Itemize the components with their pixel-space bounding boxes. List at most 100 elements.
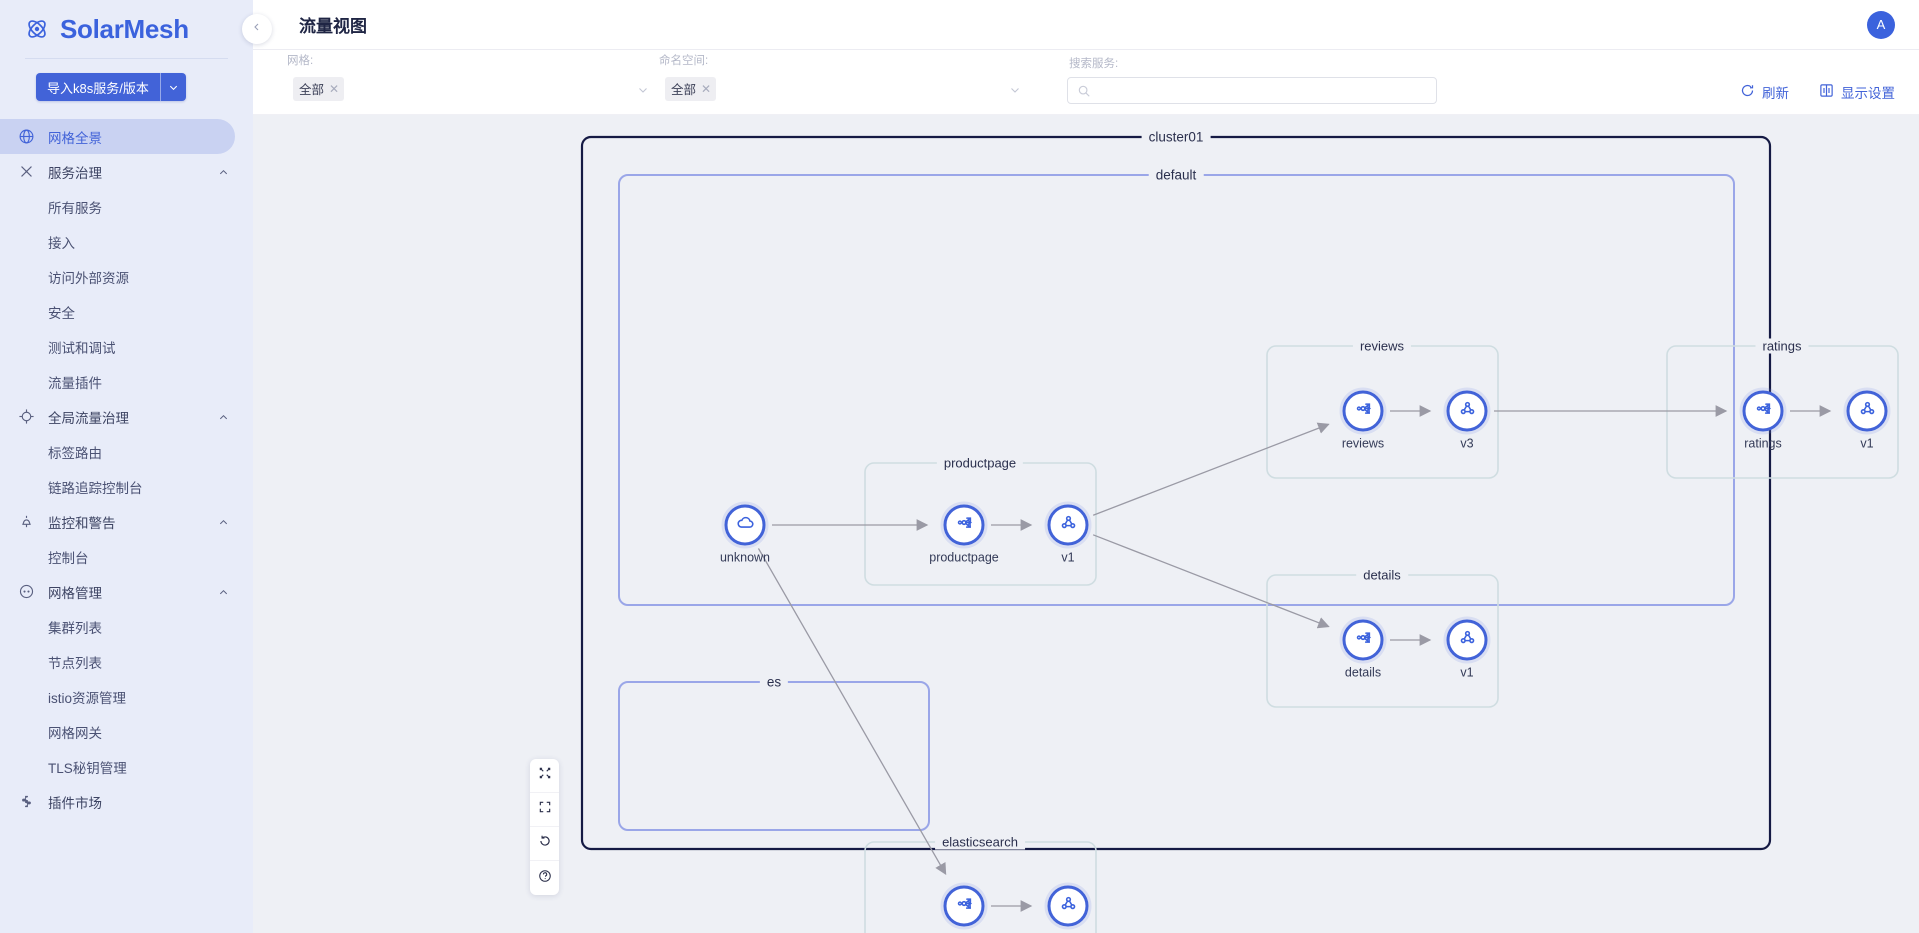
sidebar-item-label: 测试和调试	[48, 340, 116, 356]
reload-button[interactable]	[530, 827, 559, 861]
node-circle-elasticsearch-v1[interactable]	[1047, 885, 1089, 927]
graph-node-reviews-v3[interactable]: v3	[1446, 390, 1488, 451]
graph-node-productpage-svc[interactable]: productpage	[929, 504, 999, 565]
graph-node-elasticsearch-svc[interactable]: elasticsearch	[928, 885, 1000, 933]
sidebar-item-14[interactable]: 集群列表	[0, 609, 253, 644]
graph-node-ratings-v1[interactable]: v1	[1846, 390, 1888, 451]
graph-node-details-svc[interactable]: details	[1342, 619, 1384, 680]
sidebar-item-7[interactable]: 流量插件	[0, 364, 253, 399]
chevron-down-icon[interactable]	[1009, 83, 1021, 95]
search-box[interactable]	[1067, 77, 1437, 104]
sidebar-item-4[interactable]: 访问外部资源	[0, 259, 253, 294]
mesh-filter: 网格: 全部 ✕	[285, 55, 657, 104]
namespace-label-es: es	[759, 674, 789, 690]
chevron-up-icon[interactable]	[218, 586, 229, 597]
service-label-ratings: ratings	[1755, 338, 1809, 354]
chevron-up-icon[interactable]	[218, 516, 229, 527]
node-circle-reviews-svc[interactable]	[1342, 390, 1384, 432]
sidebar-item-6[interactable]: 测试和调试	[0, 329, 253, 364]
sidebar-item-1[interactable]: 服务治理	[0, 154, 253, 189]
node-circle-productpage-svc[interactable]	[943, 504, 985, 546]
namespace-selected-tag: 全部 ✕	[665, 77, 717, 101]
graph-node-reviews-svc[interactable]: reviews	[1342, 390, 1384, 451]
puzzle-icon	[18, 793, 35, 810]
sidebar-item-label: 监控和警告	[48, 515, 116, 531]
topbar: 流量视图 A	[253, 0, 1919, 50]
graph-node-ratings-svc[interactable]: ratings	[1742, 390, 1784, 451]
workload-icon	[1456, 398, 1478, 425]
sidebar-item-11[interactable]: 监控和警告	[0, 504, 253, 539]
sidebar-collapse-button[interactable]	[242, 14, 272, 44]
workload-icon	[1057, 893, 1079, 920]
sidebar-item-2[interactable]: 所有服务	[0, 189, 253, 224]
sidebar-item-9[interactable]: 标签路由	[0, 434, 253, 469]
sidebar-item-5[interactable]: 安全	[0, 294, 253, 329]
node-circle-details-svc[interactable]	[1342, 619, 1384, 661]
fullscreen-button[interactable]	[530, 793, 559, 827]
namespace-filter: 命名空间: 全部 ✕	[657, 55, 1029, 104]
search-icon	[1077, 84, 1091, 98]
sidebar-item-19[interactable]: 插件市场	[0, 784, 253, 819]
sidebar-item-label: 接入	[48, 235, 75, 251]
main-area: 流量视图 A 网格: 全部 ✕ 命名空间:	[253, 0, 1919, 933]
arrows-collapse-icon	[538, 766, 552, 785]
node-circle-unknown[interactable]	[724, 504, 766, 546]
import-k8s-service-button[interactable]: 导入k8s服务/版本	[36, 73, 186, 101]
graph-node-unknown[interactable]: unknown	[720, 504, 770, 565]
service-route-icon	[1752, 398, 1774, 425]
close-icon[interactable]: ✕	[329, 81, 340, 96]
sidebar-item-13[interactable]: 网格管理	[0, 574, 253, 609]
filter-actions: 刷新 显示设置	[1740, 82, 1895, 104]
search-input[interactable]	[1098, 83, 1427, 98]
sidebar-item-17[interactable]: 网格网关	[0, 714, 253, 749]
service-label-reviews: reviews	[1352, 338, 1412, 354]
refresh-button[interactable]: 刷新	[1740, 82, 1789, 102]
workload-icon	[1856, 398, 1878, 425]
service-label-productpage: productpage	[936, 455, 1024, 471]
node-circle-ratings-v1[interactable]	[1846, 390, 1888, 432]
sidebar-item-0[interactable]: 网格全景	[0, 119, 235, 154]
node-label-productpage-v1: v1	[1061, 550, 1075, 565]
sidebar-item-16[interactable]: istio资源管理	[0, 679, 253, 714]
cluster-label-cluster01: cluster01	[1141, 129, 1211, 145]
sidebar-item-label: 插件市场	[48, 795, 102, 811]
chevron-up-icon[interactable]	[218, 411, 229, 422]
node-circle-elasticsearch-svc[interactable]	[943, 885, 985, 927]
display-settings-label: 显示设置	[1841, 86, 1895, 101]
chevron-up-icon[interactable]	[218, 166, 229, 177]
mesh-select[interactable]: 全部 ✕	[285, 74, 657, 104]
sidebar-item-12[interactable]: 控制台	[0, 539, 253, 574]
monitor-alert-icon	[18, 513, 35, 530]
graph-node-productpage-v1[interactable]: v1	[1047, 504, 1089, 565]
sidebar-item-3[interactable]: 接入	[0, 224, 253, 259]
graph-edge-unknown-to-elasticsearch-svc	[757, 548, 947, 876]
graph-node-elasticsearch-v1[interactable]: v1	[1047, 885, 1089, 933]
fit-view-button[interactable]	[530, 759, 559, 793]
sidebar-item-8[interactable]: 全局流量治理	[0, 399, 253, 434]
help-button[interactable]	[530, 861, 559, 895]
solarmesh-atom-icon	[25, 17, 49, 41]
page-title: 流量视图	[299, 17, 367, 36]
close-icon[interactable]: ✕	[701, 81, 712, 96]
mesh-selected-value: 全部	[299, 83, 325, 97]
graph-toolbar	[530, 759, 559, 895]
namespace-select[interactable]: 全部 ✕	[657, 74, 1029, 104]
chevron-down-icon[interactable]	[637, 83, 649, 95]
sidebar-item-15[interactable]: 节点列表	[0, 644, 253, 679]
sidebar-item-18[interactable]: TLS秘钥管理	[0, 749, 253, 784]
sidebar-item-label: 网格网关	[48, 725, 102, 741]
sidebar-item-10[interactable]: 链路追踪控制台	[0, 469, 253, 504]
graph-node-details-v1[interactable]: v1	[1446, 619, 1488, 680]
namespace-box-default	[618, 174, 1735, 606]
node-circle-details-v1[interactable]	[1446, 619, 1488, 661]
avatar[interactable]: A	[1867, 10, 1895, 39]
chevron-down-icon[interactable]	[159, 73, 186, 101]
node-circle-ratings-svc[interactable]	[1742, 390, 1784, 432]
filter-bar: 网格: 全部 ✕ 命名空间: 全部 ✕	[253, 50, 1919, 115]
node-label-details-svc: details	[1344, 665, 1382, 680]
node-circle-productpage-v1[interactable]	[1047, 504, 1089, 546]
display-settings-button[interactable]: 显示设置	[1819, 82, 1895, 102]
node-circle-reviews-v3[interactable]	[1446, 390, 1488, 432]
